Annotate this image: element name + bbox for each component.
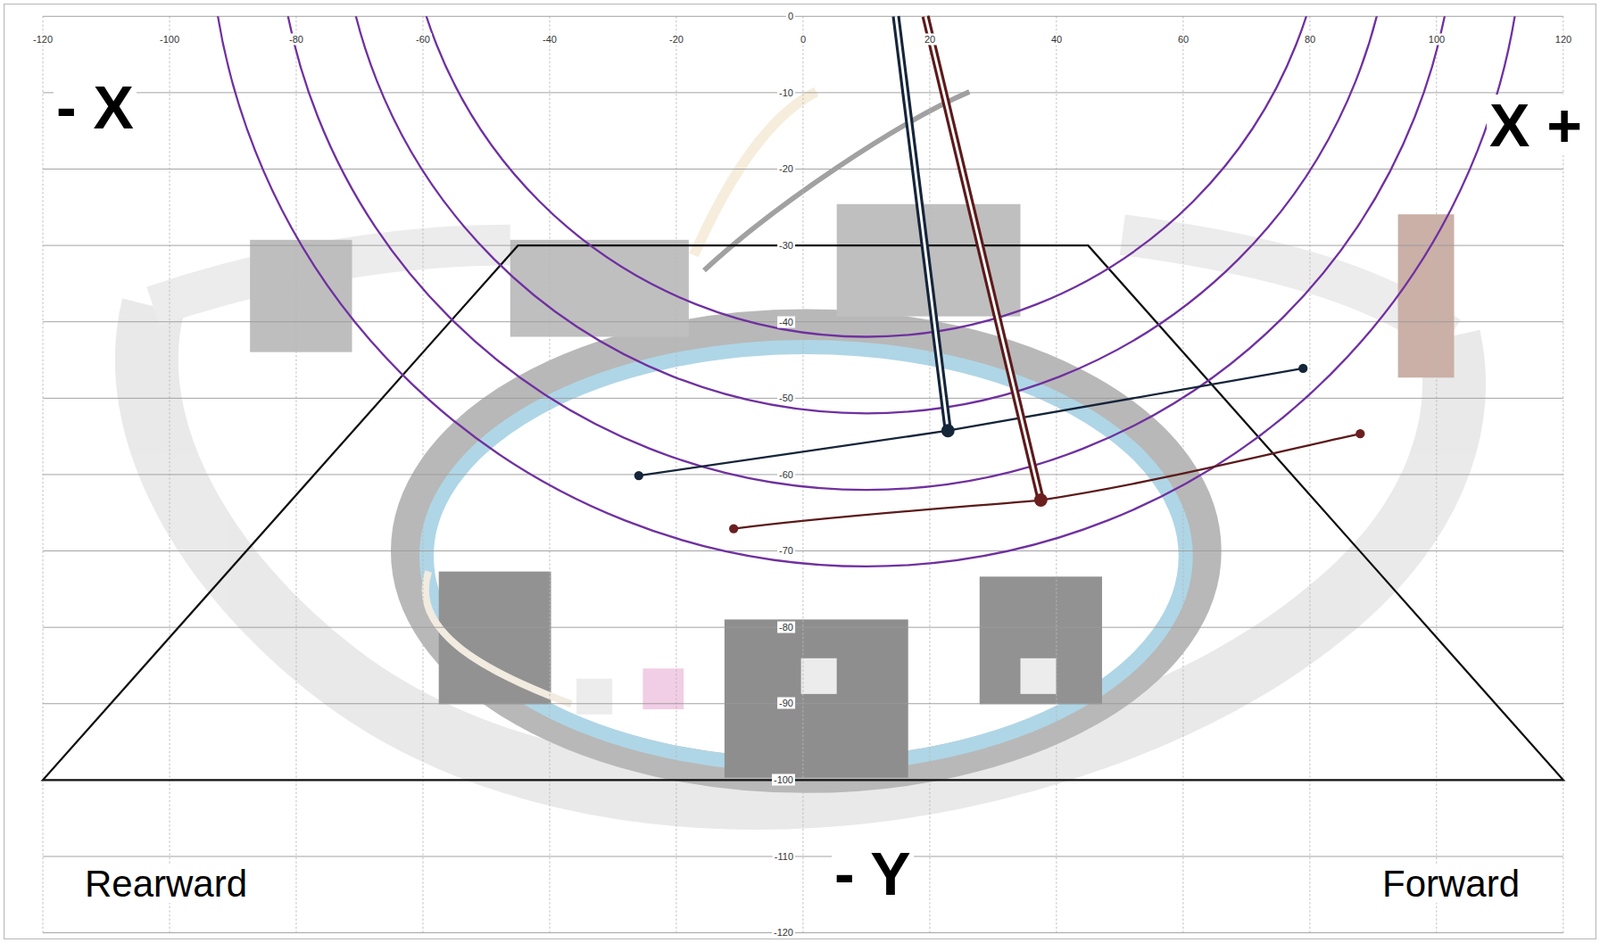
axis-tick-y: -60: [777, 468, 796, 481]
sensor-housing: [439, 572, 552, 705]
horizontal-grid: [42, 16, 1564, 933]
sensor-housing: [979, 576, 1103, 705]
axis-tick-y: 0: [786, 10, 796, 23]
plate: [1398, 214, 1455, 378]
cable: [694, 91, 817, 256]
axis-tick-x: -120: [31, 33, 55, 45]
brown-vector: [729, 16, 1365, 533]
axis-direction: X +: [1486, 94, 1585, 156]
axis-tick-x: 100: [1426, 33, 1447, 45]
led: [801, 658, 838, 695]
axis-direction: - X: [53, 76, 137, 138]
axis-tick-x: 0: [798, 33, 808, 45]
direction-label: Forward: [1379, 865, 1523, 904]
axis-tick-y: -40: [777, 315, 796, 328]
axis-tick-x: 80: [1302, 33, 1318, 45]
axis-direction: - Y: [831, 843, 914, 904]
axis-tick-y: -110: [772, 850, 796, 863]
headband-photo: [146, 91, 1454, 798]
range-arcs: [208, 16, 1524, 567]
outer-band: [146, 306, 1454, 798]
axis-tick-x: -40: [540, 33, 559, 45]
axis-tick-y: -20: [777, 163, 796, 175]
direction-label: Rearward: [82, 865, 250, 904]
axis-tick-y: -80: [777, 621, 796, 633]
axis-tick-x: -60: [414, 33, 432, 45]
axis-tick-y: -120: [771, 927, 796, 939]
axis-tick-x: 120: [1553, 33, 1574, 45]
led: [1019, 658, 1056, 695]
axis-tick-y: -50: [777, 392, 796, 405]
led: [576, 679, 613, 715]
axis-tick-x: 60: [1176, 33, 1191, 45]
axis-tick-x: 20: [922, 33, 937, 45]
frame: [4, 4, 1597, 940]
axis-tick-x: -80: [287, 33, 306, 45]
sensor-housing: [724, 619, 909, 778]
axis-tick-x: 40: [1049, 33, 1064, 45]
axis-tick-y: -30: [777, 240, 796, 252]
axis-tick-x: -20: [667, 33, 686, 45]
plate: [249, 240, 352, 353]
axis-tick-y: -100: [771, 774, 796, 787]
axis-tick-y: -10: [777, 86, 796, 99]
axis-tick-x: -100: [157, 33, 182, 45]
vertical-grid: [42, 16, 1564, 933]
axis-tick-y: -90: [777, 697, 796, 710]
axis-tick-y: -70: [777, 545, 796, 557]
navy-vector: [634, 16, 1309, 481]
connector: [642, 668, 684, 710]
trapezoid-region: [42, 245, 1564, 780]
